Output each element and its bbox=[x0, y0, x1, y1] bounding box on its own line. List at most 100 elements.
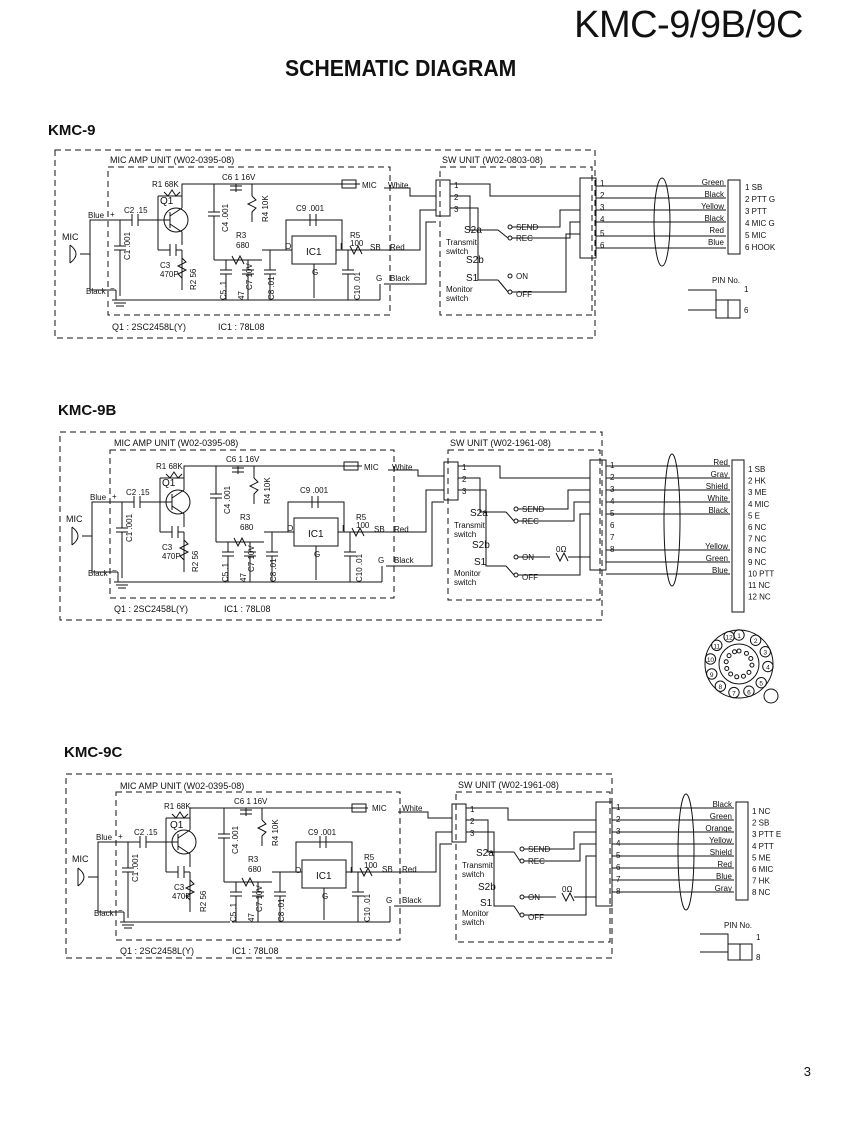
r4-label: R4 10K bbox=[271, 819, 280, 846]
c3-value: 470P bbox=[172, 892, 191, 901]
zero-ohm-label: 0Ω bbox=[562, 885, 572, 894]
c4-capacitor bbox=[208, 184, 220, 260]
cable-wires bbox=[596, 185, 726, 249]
s2b-label: S2b bbox=[466, 255, 484, 266]
bypass-capacitors bbox=[222, 532, 356, 557]
r1-label: R1 68K bbox=[156, 462, 183, 471]
r1-label: R1 68K bbox=[152, 180, 179, 189]
r3-label: R3 bbox=[236, 231, 247, 240]
ic1-g-pin: G bbox=[314, 550, 320, 559]
cable-bundle bbox=[677, 793, 695, 911]
wire-color-label-2: Black bbox=[704, 190, 725, 199]
white-wire-label: White bbox=[388, 181, 409, 190]
sw-right-pin-3: 3 bbox=[600, 203, 605, 212]
ic1-o-pin: O bbox=[295, 866, 301, 875]
c9-label: C9 .001 bbox=[300, 486, 329, 495]
switch-contact bbox=[519, 858, 525, 864]
r4-resistor bbox=[248, 466, 259, 504]
on-label: ON bbox=[516, 272, 528, 281]
c1-capacitor bbox=[122, 842, 134, 918]
output-plug bbox=[731, 459, 745, 613]
r4-resistor bbox=[256, 808, 267, 846]
c6-label: C6 1 16V bbox=[226, 455, 260, 464]
microphone-symbol bbox=[77, 867, 85, 887]
din-pin-number-12: 12 bbox=[725, 635, 733, 642]
plug-pin-label-7: 7 NC bbox=[748, 535, 766, 544]
plug-pin-label-4: 4 MIC G bbox=[745, 219, 775, 228]
sw-connector-right bbox=[589, 459, 607, 571]
r3-label: R3 bbox=[248, 855, 259, 864]
red-wire-label: Red bbox=[394, 525, 409, 534]
section-label: KMC-9B bbox=[58, 402, 116, 419]
plug-pin-label-2: 2 PTT G bbox=[745, 195, 775, 204]
switch-contact bbox=[513, 506, 519, 512]
g-pin-label: G bbox=[378, 556, 384, 565]
s2a-label: S2a bbox=[470, 508, 488, 519]
sw-pin-1: 1 bbox=[470, 805, 475, 814]
r5-resistor bbox=[351, 526, 365, 538]
g-pin-label: G bbox=[376, 274, 382, 283]
ground-bus bbox=[114, 572, 224, 589]
plug-pin-label-8: 8 NC bbox=[748, 546, 766, 555]
r1-resistor bbox=[165, 471, 183, 479]
c2-capacitor bbox=[116, 214, 158, 226]
wire-color-label-8: Gray bbox=[715, 884, 732, 893]
sw-pin-1: 1 bbox=[454, 181, 459, 190]
mic-amp-unit-label: MIC AMP UNIT (W02-0395-08) bbox=[114, 438, 238, 448]
c9-label: C9 .001 bbox=[308, 828, 337, 837]
pin-last: 8 bbox=[756, 953, 761, 962]
off-label: OFF bbox=[522, 573, 538, 582]
mic-amp-unit-label: MIC AMP UNIT (W02-0395-08) bbox=[110, 155, 234, 165]
mic-connector bbox=[351, 803, 367, 813]
plug-pin-label-5: 5 E bbox=[748, 511, 760, 520]
q1-label: Q1 bbox=[160, 196, 174, 207]
ic1-o-pin: O bbox=[285, 242, 291, 251]
page-number: 3 bbox=[803, 1064, 811, 1079]
c1-label: C1 .001 bbox=[125, 513, 134, 542]
wire-color-label-7: Blue bbox=[716, 872, 733, 881]
r3-label: R3 bbox=[240, 513, 251, 522]
din-contact-10 bbox=[723, 659, 729, 665]
ground-bus bbox=[120, 912, 230, 929]
din-contact-5 bbox=[746, 669, 752, 675]
plug-pin-label-12: 12 NC bbox=[748, 593, 771, 602]
c1-label: C1 .001 bbox=[123, 231, 132, 260]
din-pin-number-1: 1 bbox=[737, 633, 741, 640]
sw-pin-3: 3 bbox=[470, 829, 475, 838]
mic-pin-label: MIC bbox=[364, 463, 379, 472]
switch-contact-wires bbox=[505, 489, 590, 576]
plug-pin-label-4: 4 MIC bbox=[748, 500, 770, 509]
c9-capacitor bbox=[285, 214, 343, 250]
plug-pin-label-5: 5 ME bbox=[752, 853, 771, 862]
r3-resistor bbox=[216, 536, 264, 548]
sw-connector-left bbox=[443, 461, 459, 501]
c6-capacitor bbox=[240, 808, 252, 816]
c1-capacitor bbox=[114, 220, 126, 296]
plug-pin-label-3: 3 ME bbox=[748, 488, 767, 497]
pin-first: 1 bbox=[744, 285, 749, 294]
bypass-capacitors bbox=[230, 872, 364, 897]
s1-label: S1 bbox=[474, 557, 487, 568]
plug-pin-label-1: 1 SB bbox=[748, 465, 765, 474]
zero-ohm-label: 0Ω bbox=[556, 545, 566, 554]
transmit-switch-label: switch bbox=[462, 870, 484, 879]
din-pin-circle-11 bbox=[711, 639, 723, 652]
c10-label: C10 .01 bbox=[363, 893, 372, 922]
outer-frame bbox=[54, 149, 596, 339]
plug-pin-label-11: 11 NC bbox=[748, 581, 770, 590]
wire-color-label-1: Black bbox=[712, 800, 733, 809]
c7-label: C7 10V bbox=[255, 885, 264, 912]
plug-pin-label-10: 10 PTT bbox=[748, 569, 774, 578]
din-pin-circle-3 bbox=[759, 646, 771, 658]
transmit-label: Transmit bbox=[446, 238, 478, 247]
r5-label: R5 bbox=[356, 513, 367, 522]
c6-label: C6 1 16V bbox=[222, 173, 256, 182]
r3-value: 680 bbox=[240, 523, 254, 532]
din-contact-9 bbox=[724, 665, 730, 671]
transmit-switch-label: switch bbox=[454, 530, 476, 539]
g-pin-label: G bbox=[386, 896, 392, 905]
section-kmc-9b: KMC-9B MIC AMP UNIT (W02-0395-08) SW UNI… bbox=[58, 402, 779, 704]
wire-color-label-3: Orange bbox=[705, 824, 732, 833]
